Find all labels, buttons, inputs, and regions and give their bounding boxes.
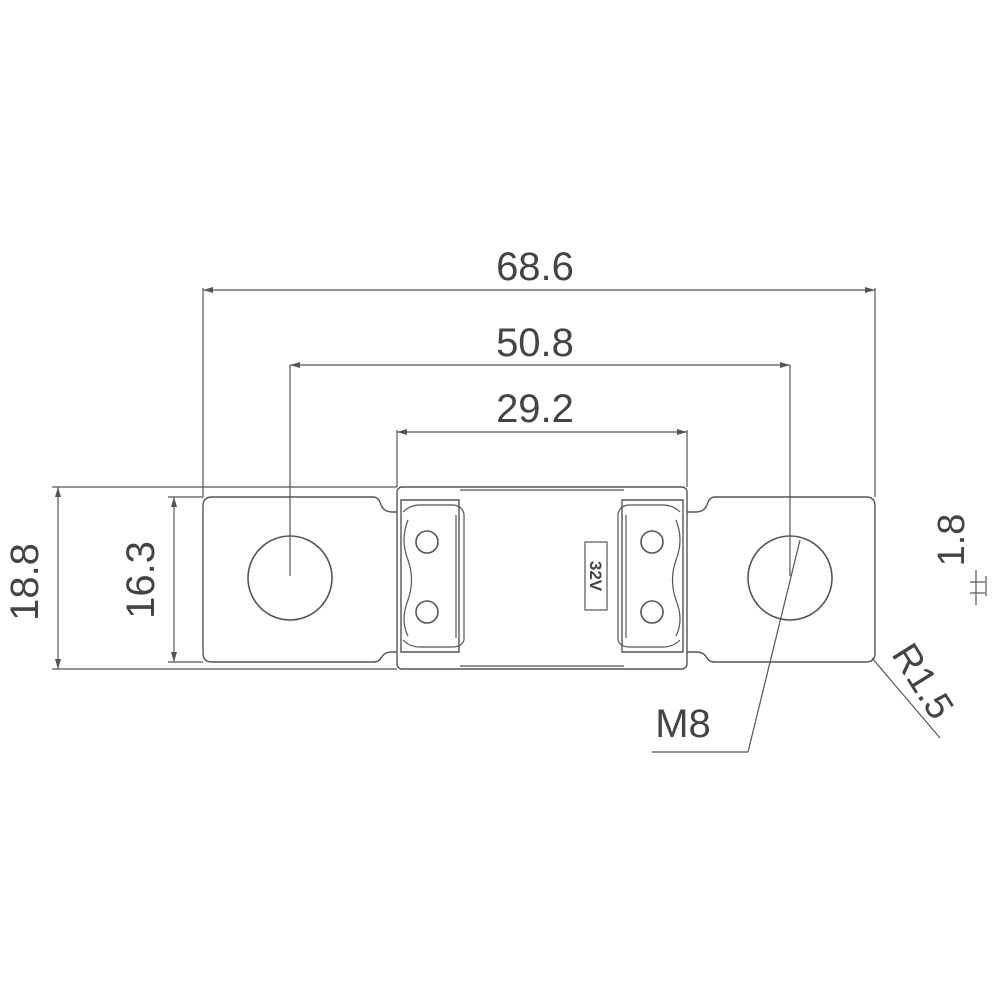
dimension-thickness: 1.8 xyxy=(931,514,987,605)
rating-label-box xyxy=(584,541,608,611)
right-clamp xyxy=(617,499,684,653)
svg-text:1.8: 1.8 xyxy=(931,514,973,567)
rivet xyxy=(640,530,664,554)
left-clamp xyxy=(400,499,465,653)
svg-text:M8: M8 xyxy=(655,702,711,746)
svg-text:29.2: 29.2 xyxy=(496,387,574,431)
dimension-body-length: 29.2 xyxy=(396,387,688,487)
rivet xyxy=(415,600,439,624)
rating-label: 32V xyxy=(586,561,605,592)
svg-text:16.3: 16.3 xyxy=(119,541,163,619)
svg-text:68.6: 68.6 xyxy=(496,245,574,289)
bolt-size-callout: M8 xyxy=(652,539,801,753)
rivet xyxy=(415,530,439,554)
dimension-overall-length: 68.6 xyxy=(202,245,876,497)
corner-radius-callout: R1.5 xyxy=(871,636,961,739)
svg-text:50.8: 50.8 xyxy=(496,321,574,365)
svg-text:R1.5: R1.5 xyxy=(883,636,961,726)
dimension-terminal-height: 16.3 xyxy=(119,496,203,663)
fuse-body xyxy=(396,486,688,670)
rivet xyxy=(640,600,664,624)
dimension-hole-spacing: 50.8 xyxy=(289,321,791,576)
svg-text:18.8: 18.8 xyxy=(3,543,47,621)
dimension-overall-height: 18.8 xyxy=(3,486,397,670)
